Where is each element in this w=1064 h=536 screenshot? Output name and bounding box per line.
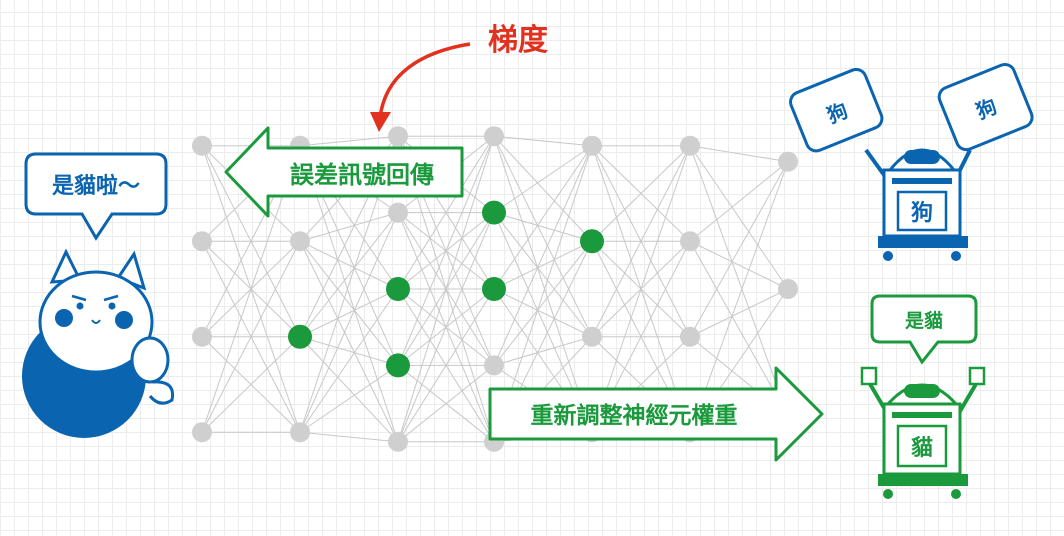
network-node xyxy=(582,326,602,347)
network-node xyxy=(484,355,504,376)
cat-tail xyxy=(148,380,175,405)
robot-top-sign-left: 狗 xyxy=(789,67,884,153)
network-edge xyxy=(689,145,789,290)
network-edge xyxy=(689,161,789,433)
network-edge xyxy=(299,212,399,338)
cat-illustration xyxy=(22,248,175,438)
network-edge xyxy=(493,135,593,147)
network-edge xyxy=(689,161,789,242)
network-edge xyxy=(397,212,495,442)
cat-paw xyxy=(130,336,170,384)
network-edge xyxy=(689,145,789,417)
network-edge xyxy=(201,336,301,433)
network-edge xyxy=(299,240,399,366)
network-node xyxy=(192,422,212,443)
network-edge xyxy=(493,212,593,242)
network-edge xyxy=(299,364,399,433)
network-node xyxy=(290,422,310,443)
network-edge xyxy=(397,136,495,366)
network-node-active xyxy=(482,277,506,301)
robot-top: 狗 狗 狗 xyxy=(789,63,1034,261)
network-edge xyxy=(493,240,593,290)
cat-speech-text: 是貓啦～ xyxy=(52,173,140,199)
network-edge xyxy=(591,145,691,337)
network-edge xyxy=(493,135,593,242)
network-edge xyxy=(299,212,399,242)
network-node xyxy=(388,126,408,147)
network-edge xyxy=(299,212,399,433)
network-node xyxy=(290,231,310,252)
robot-top-body-label: 狗 xyxy=(911,201,933,226)
network-edge xyxy=(689,145,789,163)
network-edge xyxy=(299,431,399,443)
network-edge xyxy=(493,212,593,338)
cat-eye-right xyxy=(108,302,116,310)
robot-bottom: 是貓 貓 xyxy=(860,294,986,499)
network-edge xyxy=(591,145,691,433)
network-node xyxy=(388,431,408,452)
network-edge xyxy=(493,336,593,366)
network-node xyxy=(388,202,408,223)
cat-cheek-right xyxy=(115,311,133,329)
network-node xyxy=(680,326,700,347)
network-edge xyxy=(299,336,399,443)
network-edge xyxy=(689,241,789,417)
robot-bottom-speech-bubble: 是貓 xyxy=(870,294,978,365)
network-node-active xyxy=(580,229,604,254)
network-edge xyxy=(591,145,691,242)
adjust-weights-label: 重新調整神經元權重 xyxy=(531,402,738,429)
network-edge xyxy=(493,288,593,338)
cat-speech-bubble: 是貓啦～ xyxy=(24,152,168,241)
network-edge xyxy=(493,135,593,337)
network-node xyxy=(582,135,602,156)
network-edge xyxy=(299,336,399,366)
robot-top-sign-right: 狗 xyxy=(937,63,1034,152)
network-edge xyxy=(493,240,593,366)
network-node-active xyxy=(386,277,410,301)
network-edge xyxy=(689,240,789,290)
network-node xyxy=(484,126,504,147)
network-node xyxy=(778,279,798,299)
cat-mouth xyxy=(91,319,101,324)
network-edges xyxy=(201,135,789,443)
network-node-active xyxy=(288,324,312,349)
network-edge xyxy=(689,288,789,338)
network-node xyxy=(680,231,700,252)
network-edge xyxy=(493,145,593,290)
network-edge xyxy=(299,135,399,147)
cat-eye-left xyxy=(76,302,84,310)
cat-brows xyxy=(71,294,119,302)
error-signal-label: 誤差訊號回傳 xyxy=(290,161,434,189)
network-edge xyxy=(299,241,399,443)
network-edge xyxy=(397,135,495,290)
gradient-arrow-head xyxy=(370,112,391,132)
adjust-weights-arrow: 重新調整神經元權重 xyxy=(488,366,824,462)
network-edge xyxy=(397,365,495,443)
network-edge xyxy=(299,240,399,290)
robot-bottom-body-label: 貓 xyxy=(911,436,933,461)
network-edge xyxy=(397,136,495,442)
network-edge xyxy=(299,288,399,433)
network-node-active xyxy=(482,200,506,225)
error-signal-arrow: 誤差訊號回傳 xyxy=(224,126,464,218)
network-edge xyxy=(493,145,593,366)
network-edge xyxy=(493,145,593,214)
network-node xyxy=(192,135,212,156)
robot-bottom-speech-text: 是貓 xyxy=(905,309,943,332)
network-edge xyxy=(201,241,301,433)
network-edge xyxy=(299,288,399,338)
network-node xyxy=(778,151,798,172)
gradient-arrow-curve xyxy=(378,42,471,119)
cat-cheek-left xyxy=(55,309,73,327)
gradient-label: 梯度 xyxy=(488,23,548,58)
network-node xyxy=(192,231,212,252)
network-edge xyxy=(397,288,495,443)
network-node xyxy=(192,326,212,347)
network-node-active xyxy=(386,353,410,378)
network-edge xyxy=(689,161,789,337)
network-edge xyxy=(493,136,593,433)
network-node xyxy=(680,135,700,156)
